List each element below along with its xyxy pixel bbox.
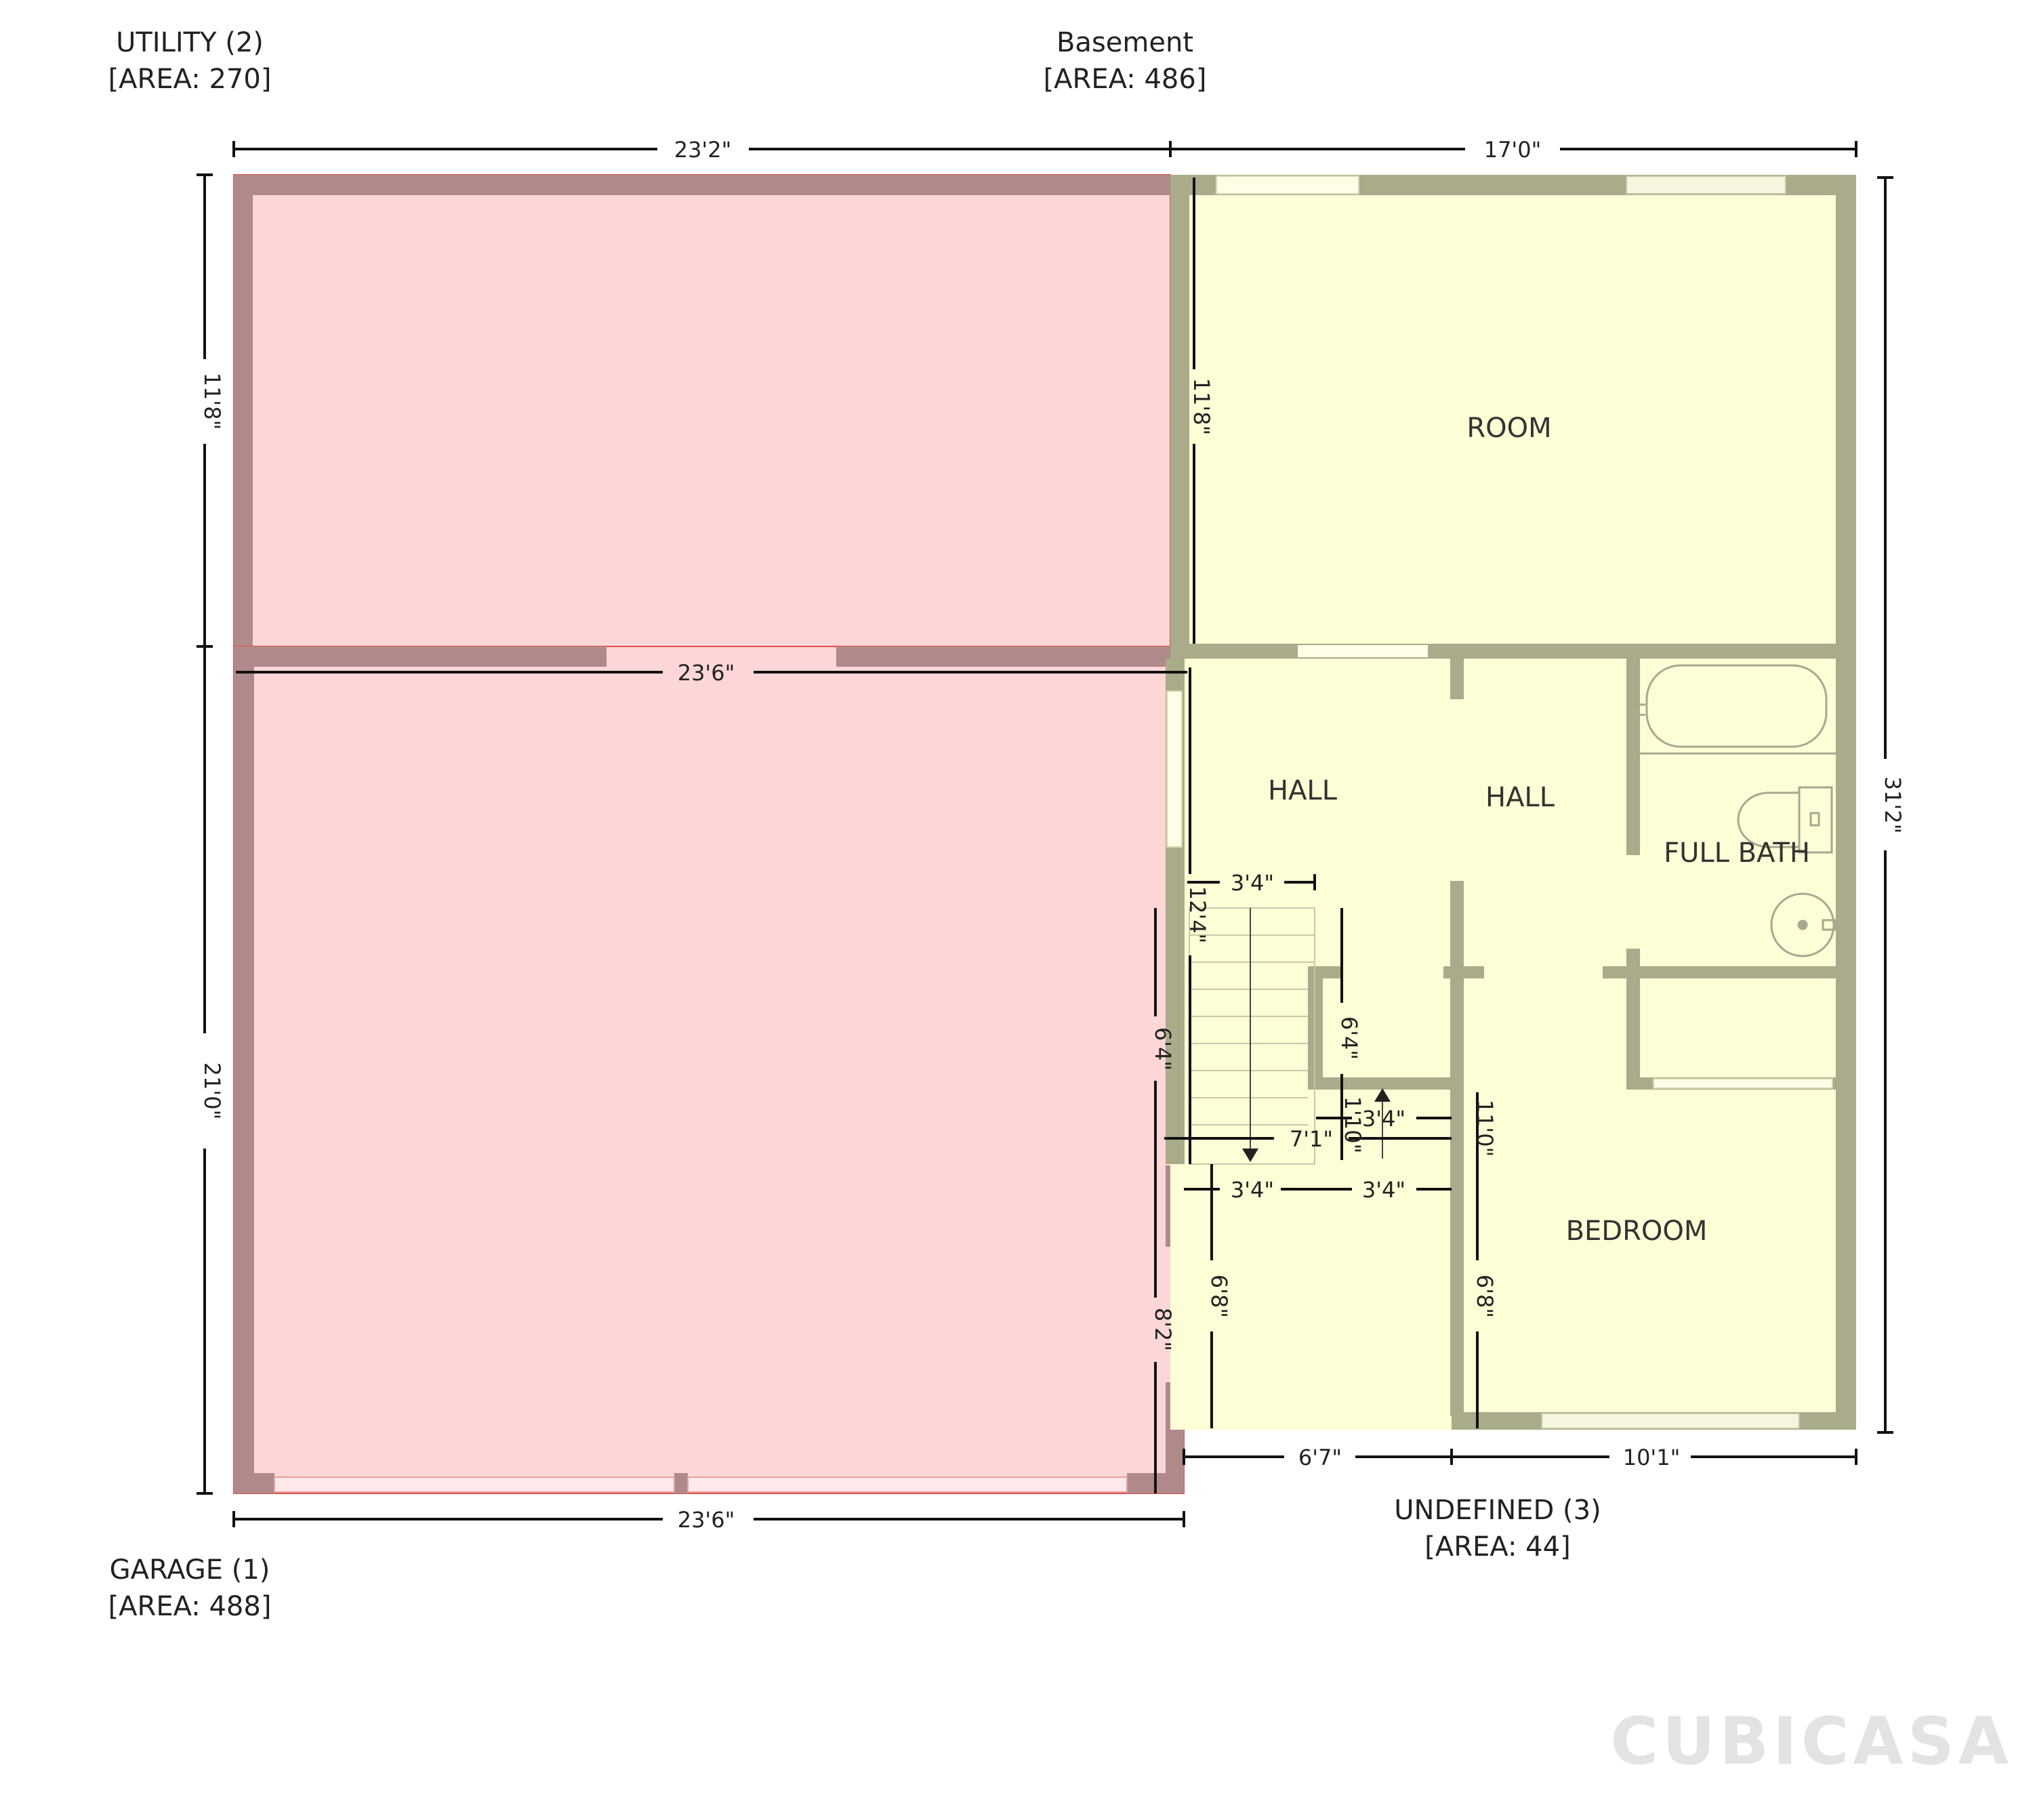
dim-bottom-left: 6'7" (1298, 1445, 1342, 1470)
utility-name: UTILITY (2) (116, 27, 264, 58)
undefined-name: UNDEFINED (3) (1394, 1495, 1601, 1526)
room-label-full-bath: FULL BATH (1664, 837, 1810, 869)
dim-closet-side: 6'4" (1336, 1016, 1362, 1060)
toilet-icon (1737, 786, 1833, 854)
dimension-lines (197, 141, 1893, 1527)
room-label-room: ROOM (1466, 413, 1551, 444)
dim-room-height: 11'8" (1189, 378, 1214, 436)
dim-garage-bottom: 23'6" (678, 1507, 735, 1533)
dim-landing-width: 3'4" (1362, 1106, 1405, 1132)
room-label-bedroom: BEDROOM (1566, 1216, 1708, 1247)
room-label-hall-left: HALL (1268, 775, 1338, 806)
dim-right-total: 31'2" (1880, 777, 1906, 834)
dim-hall-width: 7'1" (1290, 1126, 1333, 1152)
dim-garage-right: 8'2" (1150, 1308, 1176, 1351)
dim-left-lower: 21'0" (199, 1062, 225, 1120)
basement-area-label: Basement [AREA: 486] (1016, 24, 1233, 98)
utility-room (233, 174, 1171, 647)
dim-top-left: 23'2" (674, 137, 732, 163)
basement-name: Basement (1056, 27, 1193, 58)
utility-area: [AREA: 270] (108, 64, 272, 95)
garage-name: GARAGE (1) (109, 1554, 270, 1586)
dim-bedroom-lower: 6'8" (1472, 1275, 1498, 1318)
dim-left-upper: 11'8" (199, 373, 225, 430)
dim-stair-side: 6'4" (1150, 1027, 1176, 1071)
dim-hall-height: 12'4" (1185, 886, 1210, 944)
dim-top-right: 17'0" (1484, 137, 1542, 163)
undefined-area: [AREA: 44] (1424, 1531, 1571, 1563)
cubicasa-logo: CUBICASA (1610, 1703, 2013, 1779)
basement-area: [AREA: 486] (1043, 64, 1207, 95)
dim-bottom-right: 10'1" (1623, 1445, 1681, 1470)
bathtub-icon (1633, 664, 1836, 755)
dim-bedroom-side: 11'0" (1472, 1100, 1498, 1157)
sink-icon (1770, 892, 1836, 957)
dim-undef-left: 3'4" (1231, 1177, 1274, 1203)
garage-area: [AREA: 488] (108, 1591, 272, 1622)
dim-utility-bottom: 23'6" (678, 660, 735, 686)
garage-area-label: GARAGE (1) [AREA: 488] (81, 1552, 298, 1625)
room-label-hall-right: HALL (1485, 782, 1555, 813)
garage-room (233, 646, 1185, 1494)
utility-area-label: UTILITY (2) [AREA: 270] (81, 24, 298, 98)
dim-undef-right: 3'4" (1362, 1177, 1405, 1203)
dim-undef-height: 6'8" (1206, 1275, 1232, 1318)
dim-stair-top: 3'4" (1231, 870, 1274, 896)
basement-living (1166, 175, 1856, 1430)
dim-landing-height: 1'10" (1340, 1096, 1365, 1154)
undefined-area-label: UNDEFINED (3) [AREA: 44] (1382, 1492, 1613, 1565)
